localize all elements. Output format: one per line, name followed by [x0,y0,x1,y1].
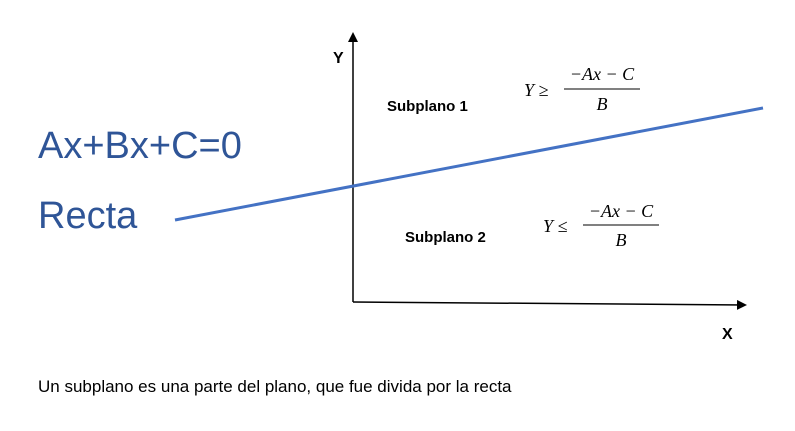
y-axis-label: Y [333,50,344,67]
x-axis [352,299,747,310]
subplane-2-label: Subplano 2 [405,229,486,246]
inequality-lower: Y ≤ −Ax − C B [543,201,659,250]
inequality-upper-denominator: B [597,94,608,114]
inequality-lower-lhs: Y ≤ [543,216,568,236]
x-axis-label: X [722,326,733,343]
inequality-lower-numerator: −Ax − C [589,201,654,221]
subplane-1-label: Subplano 1 [387,98,468,115]
inequality-lower-denominator: B [616,230,627,250]
inequality-upper: Y ≥ −Ax − C B [524,64,640,114]
recta-label: Recta [38,195,138,237]
dividing-line [174,106,764,222]
inequality-upper-lhs: Y ≥ [524,80,549,100]
equation-text: Ax+Bx+C=0 [38,125,242,167]
caption-text: Un subplano es una parte del plano, que … [38,377,512,396]
inequality-upper-numerator: −Ax − C [570,64,635,84]
